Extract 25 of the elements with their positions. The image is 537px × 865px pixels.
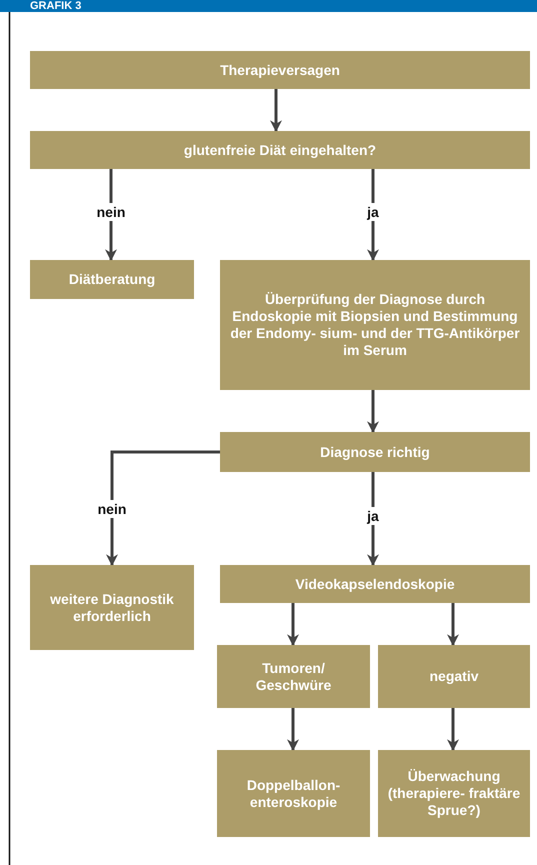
process-box: Therapieversagen: [30, 51, 530, 89]
arrow: [287, 708, 299, 752]
process-box: negativ: [378, 645, 530, 708]
arrow: [106, 450, 220, 566]
arrow: [447, 708, 459, 752]
arrow: [287, 603, 299, 646]
process-box: Überwachung (therapiere- fraktäre Sprue?): [378, 750, 530, 837]
edge-label: ja: [365, 506, 381, 524]
arrow: [447, 603, 459, 646]
arrow: [367, 472, 379, 566]
arrow: [270, 89, 282, 132]
process-box: Doppelballon- enteroskopie: [217, 750, 370, 837]
edge-label: nein: [96, 500, 128, 518]
edge-label: nein: [94, 202, 128, 220]
figure-title: GRAFIK 3: [30, 0, 82, 12]
arrow: [367, 169, 379, 262]
process-box: Diätberatung: [30, 260, 194, 299]
process-box: Diagnose richtig: [220, 432, 530, 472]
process-box: Videokapselendoskopie: [220, 565, 530, 603]
arrow: [367, 390, 379, 434]
process-box: weitere Diagnostik erforderlich: [30, 565, 194, 650]
process-box: Überprüfung der Diagnose durch Endoskopie mit Biopsien und Bestimmung der Endomy- sium- und der TTG-Antikörper im Serum: [220, 260, 530, 390]
edge-label: ja: [365, 202, 381, 220]
process-box: Tumoren/ Geschwüre: [217, 645, 370, 708]
process-box: glutenfreie Diät eingehalten?: [30, 131, 530, 169]
